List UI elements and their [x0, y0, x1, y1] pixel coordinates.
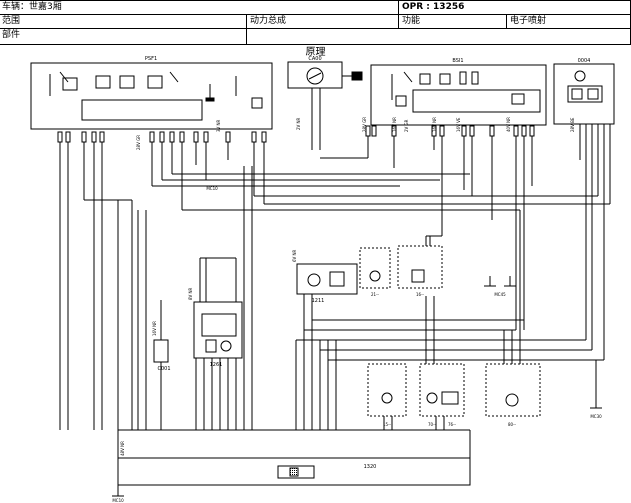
component-label: 部件 — [2, 30, 21, 40]
connector-label: 6V NR — [292, 249, 297, 262]
c1261-label: 1261 — [210, 362, 223, 368]
sub-label-80: 80-- — [508, 422, 517, 427]
dashed-15 — [367, 363, 407, 417]
sensor-icon — [426, 392, 438, 404]
connector-label: 2V NR — [296, 117, 301, 130]
scope-label: 范围 — [2, 16, 21, 26]
ca00-switch — [287, 61, 363, 150]
c0004-cluster — [553, 63, 615, 125]
connector-label: 28V BE — [570, 117, 575, 132]
ca00-label: CA00 — [308, 56, 321, 62]
connector-label: 40V NR — [506, 117, 511, 132]
ground-mc30 — [590, 400, 602, 409]
sensor-icon — [505, 393, 519, 407]
dashed-21 — [359, 247, 391, 289]
ground-label-mc30: MC30 — [590, 414, 602, 419]
connector-label: 16V NR — [432, 117, 437, 132]
connector-label: 28V GR — [136, 135, 141, 150]
ground-mc10-bottom — [112, 485, 124, 497]
connector-label: 16V NR — [152, 321, 157, 336]
group-value: 动力总成 — [250, 16, 287, 26]
bsi1-label: BSI1 — [452, 58, 463, 64]
c1320-ecu — [117, 429, 471, 486]
header-table: 车辆：世嘉3厢 OPR : 13256 范围 动力总成 功能 电子喷射 部件 — [0, 0, 631, 45]
sensor-icon — [381, 392, 393, 404]
c1320-label: 1320 — [364, 464, 377, 470]
wiring-0004 — [579, 124, 611, 360]
sensor-icon — [369, 270, 381, 282]
wiring-1320 — [117, 166, 604, 430]
vehicle-label: 车辆：世嘉3厢 — [2, 2, 62, 12]
ground-label-mc10-bottom: MC10 — [112, 498, 124, 503]
psf1-label: PSF1 — [145, 56, 157, 62]
c1261-module — [193, 257, 243, 359]
header-rule — [0, 14, 631, 15]
dashed-16 — [397, 245, 443, 289]
sensor-icon — [411, 269, 425, 283]
opr-number: OPR : 13256 — [402, 2, 465, 12]
c0001-label: C001 — [157, 366, 170, 372]
dashed-80 — [485, 363, 541, 417]
function-label: 功能 — [402, 16, 421, 26]
ground-label-mc10-top: MC10 — [206, 186, 218, 191]
ground-label-mc45: MC45 — [494, 292, 506, 297]
header-divider — [246, 14, 247, 44]
connector-label: 16V VE — [456, 117, 461, 132]
sub-label-70: 70-- — [428, 422, 437, 427]
connector-label: 28V GR — [362, 117, 367, 132]
header-divider — [506, 14, 507, 28]
c1211-label: 1211 — [312, 298, 325, 304]
wiring-psf1 — [59, 142, 610, 430]
ground-mc10-top — [200, 168, 212, 181]
connector-label: 2V GR — [404, 119, 409, 132]
header-rule — [0, 28, 631, 29]
c0004-label: 0004 — [578, 58, 591, 64]
bsi1-box — [365, 64, 547, 137]
connector-label: 48V NR — [120, 441, 125, 456]
sub-label-76: 76-- — [448, 422, 457, 427]
sub-label-16: 16-- — [416, 292, 425, 297]
connector-label: 8V NR — [188, 287, 193, 300]
psf1-box — [30, 62, 273, 143]
function-value: 电子喷射 — [510, 16, 547, 26]
sub-label-21: 21-- — [371, 292, 380, 297]
c1211-relay — [296, 263, 524, 331]
header-rule — [0, 0, 631, 1]
dashed-70 — [419, 363, 465, 417]
header-divider — [398, 0, 399, 28]
diagram-title: 原理 — [305, 47, 326, 58]
connector-label: 16V NR — [392, 117, 397, 132]
sub-label-15: 15-- — [383, 422, 392, 427]
sensor-icon — [441, 391, 459, 405]
wiring-bsi1 — [320, 136, 533, 330]
connector-label: 3V NR — [216, 119, 221, 132]
ground-mc45 — [484, 276, 516, 287]
